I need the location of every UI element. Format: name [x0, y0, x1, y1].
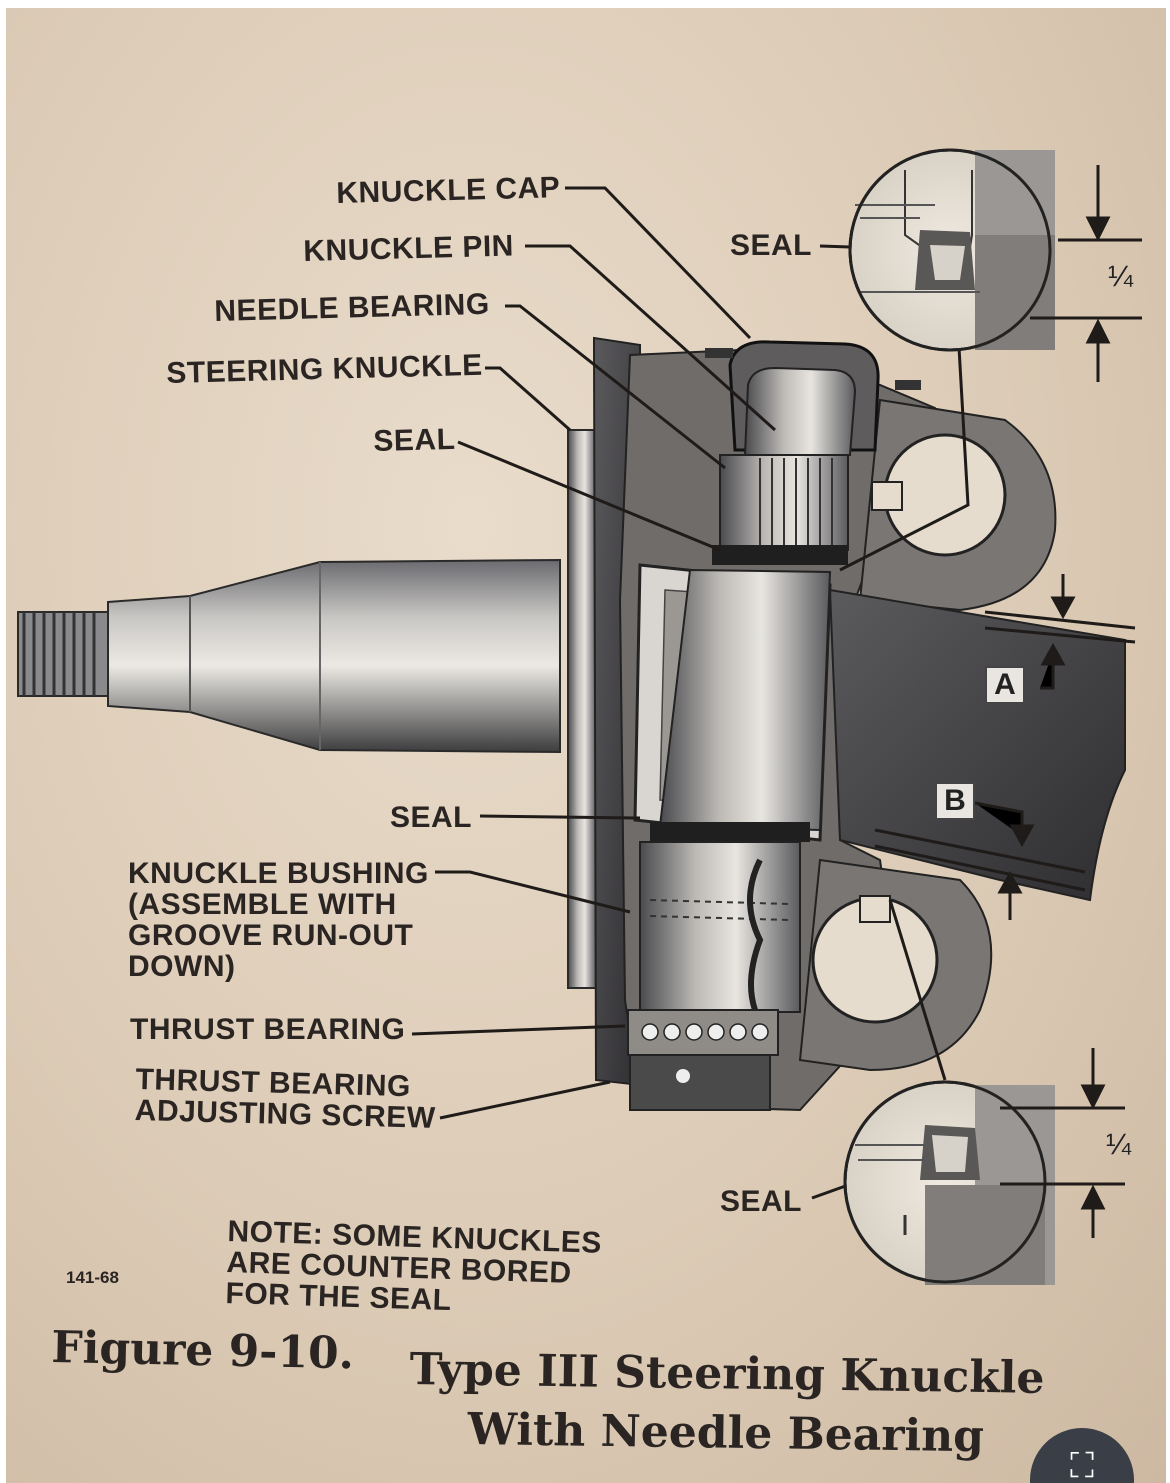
label-thrust-bearing-adjusting: THRUST BEARING ADJUSTING SCREW [134, 1063, 436, 1135]
spindle [17, 558, 561, 754]
dimension-label-b: B [935, 782, 975, 820]
figure-id: 141-68 [66, 1268, 119, 1287]
thrust-bearing [627, 1009, 779, 1111]
label-knuckle-bushing: KNUCKLE BUSHING (ASSEMBLE WITH GROOVE RU… [128, 858, 429, 982]
caption-title-line2: With Needle Bearing [467, 1404, 985, 1463]
lens-scan-icon: ⛶ [1070, 1446, 1094, 1483]
leader-lines [411, 186, 970, 1200]
label-knuckle-pin: KNUCKLE PIN [302, 229, 515, 268]
caption-number: Figure 9-10. [50, 1322, 355, 1380]
dimension-bottom [1000, 1048, 1125, 1238]
dimension-ab [874, 574, 1136, 920]
knuckle-bushing-line-4: DOWN) [128, 950, 236, 983]
label-seal-middle: SEAL [390, 801, 473, 834]
label-seal-top-detail: SEAL [730, 229, 813, 262]
flange [567, 429, 597, 989]
dimension-top [1030, 165, 1142, 382]
knuckle-bushing-line-3: GROOVE RUN-OUT [128, 919, 414, 952]
label-seal-bottom-detail: SEAL [720, 1185, 803, 1218]
dimension-label-a: A [985, 666, 1025, 704]
dimension-quarter-bottom: ¼ [1106, 1128, 1132, 1161]
label-seal-upper: SEAL [372, 422, 456, 458]
knuckle-bushing-line-2: (ASSEMBLE WITH [128, 888, 397, 921]
knuckle-bushing-line-1: KNUCKLE BUSHING [128, 857, 429, 890]
note-block: NOTE: SOME KNUCKLES ARE COUNTER BORED FO… [225, 1215, 602, 1321]
dimension-quarter-top: ¼ [1108, 260, 1134, 293]
seal-detail-top [848, 148, 1055, 352]
label-needle-bearing: NEEDLE BEARING [213, 287, 491, 328]
label-thrust-bearing: THRUST BEARING [130, 1013, 406, 1046]
adjusting-line-2: ADJUSTING SCREW [134, 1093, 436, 1135]
caption-title-line1: Type III Steering Knuckle [409, 1344, 1045, 1404]
label-knuckle-cap: KNUCKLE CAP [335, 171, 561, 210]
